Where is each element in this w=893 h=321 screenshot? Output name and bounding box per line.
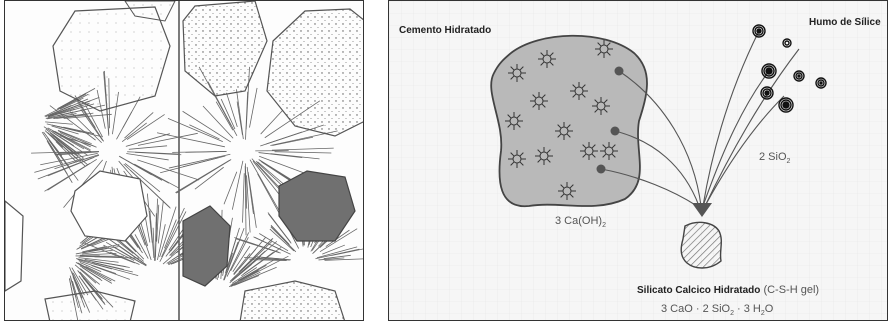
microstructure-drawing bbox=[5, 1, 364, 321]
needle bbox=[331, 246, 364, 255]
hexagonal-crystal bbox=[71, 171, 147, 241]
cement-grain bbox=[53, 7, 170, 111]
dark-hexagonal-crystal bbox=[279, 171, 355, 241]
reaction-dot bbox=[611, 127, 620, 136]
sio2-label: 2 SiO2 bbox=[759, 151, 790, 165]
needle bbox=[122, 123, 147, 142]
microstructure-panel bbox=[4, 0, 364, 321]
needle bbox=[272, 137, 313, 145]
silica-fume-particle bbox=[820, 82, 822, 84]
needle bbox=[126, 153, 168, 159]
needle bbox=[232, 161, 243, 210]
needle bbox=[275, 152, 332, 153]
needle bbox=[183, 111, 231, 142]
needle bbox=[261, 110, 283, 134]
csh-formula: 3 CaO · 2 SiO2 · 3 H2O bbox=[661, 303, 773, 317]
csh-gel-particle bbox=[681, 222, 721, 268]
needle bbox=[272, 148, 334, 150]
needle bbox=[129, 146, 167, 149]
needle bbox=[259, 153, 303, 158]
silica-fume-particle bbox=[757, 29, 761, 33]
needle bbox=[147, 194, 152, 243]
reaction-dot bbox=[615, 67, 624, 76]
needle bbox=[243, 173, 245, 222]
needle bbox=[127, 114, 165, 139]
cement-label: Cemento Hidratado bbox=[399, 25, 491, 36]
cement-grain bbox=[183, 1, 267, 96]
needle bbox=[250, 160, 282, 217]
cement-grain bbox=[45, 291, 135, 321]
silica-fume-label: Humo de Sílice bbox=[809, 17, 881, 28]
needle bbox=[183, 158, 219, 167]
needle bbox=[237, 102, 242, 135]
csh-title: Silicato Calcico Hidratado (C-S-H gel) bbox=[637, 284, 819, 296]
silica-fume-particle bbox=[783, 102, 789, 108]
needle bbox=[168, 118, 223, 141]
silica-fume-particle bbox=[765, 91, 769, 95]
cement-grain bbox=[267, 9, 364, 136]
calcium-hydroxide-label: 3 Ca(OH)2 bbox=[555, 215, 606, 229]
needle bbox=[249, 88, 257, 128]
cement-grain bbox=[5, 201, 23, 291]
reaction-diagram bbox=[389, 1, 888, 321]
needle bbox=[172, 151, 226, 152]
reaction-panel: Cemento Hidratado Humo de Sílice 2 SiO2 … bbox=[388, 0, 888, 321]
hydrated-cement-particle bbox=[491, 36, 647, 206]
reaction-dot bbox=[597, 165, 606, 174]
silica-fume-particle bbox=[798, 75, 800, 77]
needle bbox=[137, 160, 199, 180]
cement-grain bbox=[240, 281, 345, 321]
silica-fume-particle bbox=[766, 68, 772, 74]
needle bbox=[45, 122, 73, 124]
